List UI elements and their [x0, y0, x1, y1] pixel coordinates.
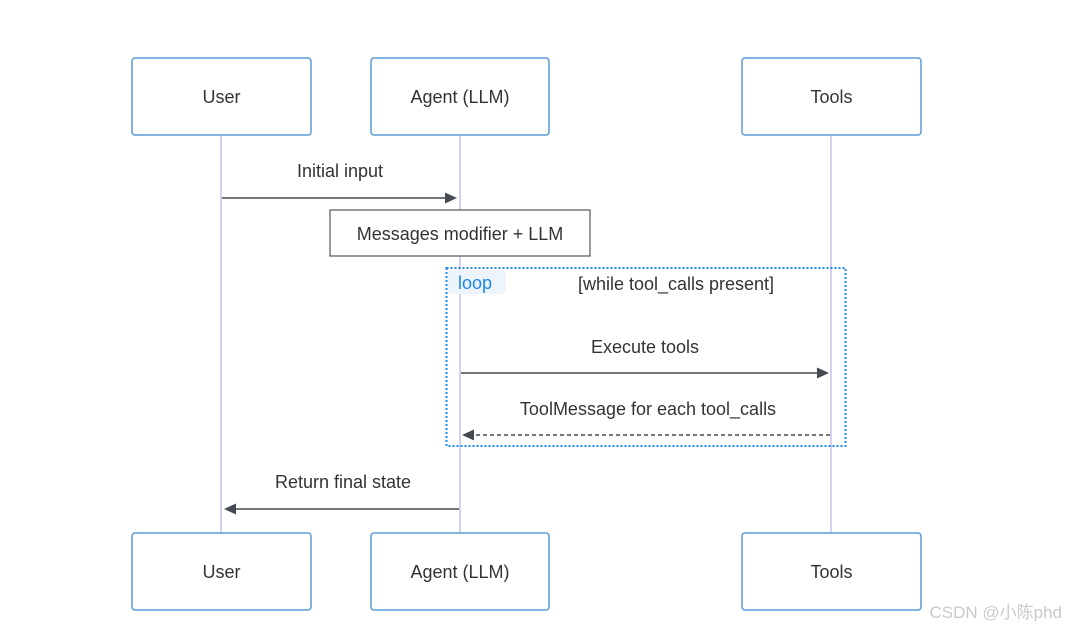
note-messages-modifier: Messages modifier + LLM	[329, 209, 591, 257]
arrowhead-left-icon	[462, 429, 474, 441]
message-label-return-final-state: Return final state	[275, 472, 411, 492]
actor-user-bottom: User	[131, 532, 312, 611]
svg-text:User: User	[202, 87, 240, 107]
svg-text:Messages modifier + LLM: Messages modifier + LLM	[357, 224, 564, 244]
loop-frame: loop [while tool_calls present]	[445, 267, 847, 447]
message-return-final-state: Return final state	[224, 472, 459, 515]
watermark: CSDN @小陈phd	[929, 603, 1062, 622]
svg-text:User: User	[202, 562, 240, 582]
message-label-execute-tools: Execute tools	[591, 337, 699, 357]
svg-text:Agent (LLM): Agent (LLM)	[410, 562, 509, 582]
actor-tools-bottom: Tools	[741, 532, 922, 611]
message-tool-message: ToolMessage for each tool_calls	[462, 399, 830, 441]
actor-user-top: User	[131, 57, 312, 136]
arrowhead-right-icon	[445, 192, 457, 204]
message-label-tool-message: ToolMessage for each tool_calls	[520, 399, 776, 420]
loop-tag	[448, 270, 506, 294]
svg-text:Tools: Tools	[810, 87, 852, 107]
svg-text:Tools: Tools	[810, 562, 852, 582]
actor-tools-top: Tools	[741, 57, 922, 136]
actor-agent-bottom: Agent (LLM)	[370, 532, 550, 611]
svg-text:Agent (LLM): Agent (LLM)	[410, 87, 509, 107]
arrowhead-right-icon	[817, 367, 829, 379]
message-initial-input: Initial input	[222, 161, 457, 204]
message-label-initial-input: Initial input	[297, 161, 383, 181]
arrowhead-left-icon	[224, 503, 236, 515]
loop-condition: [while tool_calls present]	[578, 274, 774, 295]
message-execute-tools: Execute tools	[461, 337, 829, 379]
actor-agent-top: Agent (LLM)	[370, 57, 550, 136]
loop-label: loop	[458, 273, 492, 293]
